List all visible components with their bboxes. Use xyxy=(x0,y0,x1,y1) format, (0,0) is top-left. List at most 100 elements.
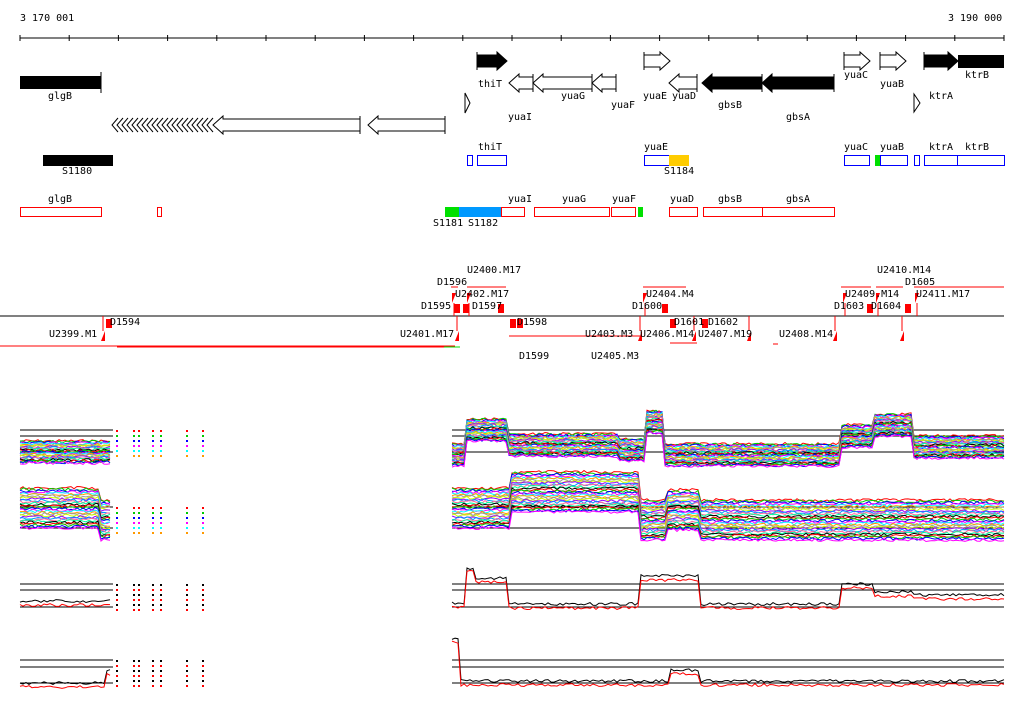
feature-u2404[interactable]: U2404.M4 xyxy=(646,289,695,300)
feature-u2410[interactable]: U2410.M14 xyxy=(877,265,932,276)
plot-2-dot xyxy=(202,507,204,509)
plot-2-dot xyxy=(133,532,135,534)
feature-u2411[interactable]: U2411.M17 xyxy=(916,289,971,300)
feature-marker xyxy=(452,293,456,303)
feature-block xyxy=(662,304,668,313)
plot-1-dot xyxy=(152,435,154,437)
plot-3-dot xyxy=(152,604,154,606)
plot-3-dot xyxy=(138,604,140,606)
feature-u2403[interactable]: U2403.M3 xyxy=(585,329,634,340)
plot-4-dot xyxy=(116,660,118,662)
feature-u2406[interactable]: U2406.M14 xyxy=(640,329,695,340)
repeat-arrow xyxy=(206,117,214,133)
plot-3-dot xyxy=(116,584,118,586)
repeat-arrow xyxy=(171,117,179,133)
gene-label-glgB[interactable]: glgB xyxy=(48,91,73,102)
gene-label-ktrB[interactable]: ktrB xyxy=(965,70,990,81)
seg-label-s1182: S1182 xyxy=(468,218,499,229)
plot-2-series xyxy=(19,491,111,507)
plot-2-series xyxy=(451,491,1005,525)
feature-d1605[interactable]: D1605 xyxy=(905,277,936,288)
feature-u2399[interactable]: U2399.M1 xyxy=(49,329,98,340)
gene-label-gbsA[interactable]: gbsA xyxy=(786,112,811,123)
feature-u2405[interactable]: U2405.M3 xyxy=(591,351,640,362)
plot-2-series xyxy=(451,496,1004,529)
plot-2-dot xyxy=(152,512,154,514)
gene-yuaB xyxy=(879,50,907,72)
plot-1-series xyxy=(19,447,111,452)
feature-marker xyxy=(101,331,105,341)
plot-3-dot xyxy=(160,589,162,591)
feature-block xyxy=(517,319,523,328)
feature-d1604[interactable]: D1604 xyxy=(871,301,902,312)
feature-u2402[interactable]: U2402.M17 xyxy=(455,289,510,300)
plot-2-dot xyxy=(116,532,118,534)
plot-2-dot xyxy=(186,527,188,529)
repeat-arrow xyxy=(151,117,159,133)
repeat-arrow xyxy=(146,117,154,133)
plot-1-series xyxy=(19,456,111,461)
red-box xyxy=(669,207,698,217)
gene-label-yuaB[interactable]: yuaB xyxy=(880,79,905,90)
plot-2-series xyxy=(19,485,111,502)
plot-3-dot xyxy=(133,589,135,591)
plot-3-dot xyxy=(133,584,135,586)
plot-2-dot xyxy=(186,517,188,519)
feature-d1600[interactable]: D1600 xyxy=(632,301,663,312)
segment-S1180 xyxy=(43,155,113,166)
feature-u2401[interactable]: U2401.M17 xyxy=(400,329,455,340)
feature-d1602[interactable]: D1602 xyxy=(708,317,739,328)
feature-d1598[interactable]: D1598 xyxy=(517,317,548,328)
feature-d1595[interactable]: D1595 xyxy=(421,301,452,312)
segment-box xyxy=(924,155,958,166)
plot-2-dot xyxy=(133,512,135,514)
feature-d1594[interactable]: D1594 xyxy=(110,317,141,328)
gene-label-yuaC[interactable]: yuaC xyxy=(844,70,869,81)
seg-label-yuaE: yuaE xyxy=(644,142,669,153)
plot-2-dot xyxy=(133,522,135,524)
seg-label-s1181: S1181 xyxy=(433,218,464,229)
gene-label-ktrA[interactable]: ktrA xyxy=(929,91,954,102)
plot-2-series xyxy=(451,509,1005,543)
plot-4-dot xyxy=(133,680,135,682)
plot-4-dot xyxy=(138,670,140,672)
gene-gbsB xyxy=(701,72,763,94)
gene-label-gbsB[interactable]: gbsB xyxy=(718,100,743,111)
plot-1-dot xyxy=(202,445,204,447)
plot-2-dot xyxy=(133,517,135,519)
gene-yuaE xyxy=(643,50,671,72)
feature-d1601[interactable]: D1601 xyxy=(674,317,705,328)
plot-3-dot xyxy=(186,594,188,596)
segment-S1184 xyxy=(669,155,689,166)
gene-label-yuaE[interactable]: yuaE xyxy=(643,91,668,102)
plot-2-dot xyxy=(152,522,154,524)
gene-label-thiT[interactable]: thiT xyxy=(478,79,503,90)
segment-box xyxy=(644,155,670,166)
plot-2-dot xyxy=(186,532,188,534)
feature-u2409[interactable]: U2409.M14 xyxy=(845,289,900,300)
plot-2-series xyxy=(451,499,1005,532)
plot-2-dot xyxy=(202,512,204,514)
feature-d1596[interactable]: D1596 xyxy=(437,277,468,288)
plot-4-dot xyxy=(186,675,188,677)
gene-label-yuaG[interactable]: yuaG xyxy=(561,91,586,102)
feature-d1603[interactable]: D1603 xyxy=(834,301,865,312)
plot-2-series xyxy=(19,525,111,542)
gene-label-yuaD[interactable]: yuaD xyxy=(672,91,697,102)
plot-1-dot xyxy=(133,440,135,442)
plot-1-series xyxy=(19,441,111,446)
plot-1-series xyxy=(19,460,111,465)
gene-label-yuaF[interactable]: yuaF xyxy=(611,100,636,111)
plot-4-dot xyxy=(138,680,140,682)
plot-4-dot xyxy=(133,685,135,687)
feature-d1597[interactable]: D1597 xyxy=(472,301,503,312)
red-label-glgB: glgB xyxy=(48,194,73,205)
feature-u2408[interactable]: U2408.M14 xyxy=(779,329,834,340)
feature-u2407[interactable]: U2407.M19 xyxy=(698,329,753,340)
gene-label-yuaI[interactable]: yuaI xyxy=(508,112,533,123)
plot-1-dot xyxy=(186,450,188,452)
feature-u2400[interactable]: U2400.M17 xyxy=(467,265,522,276)
feature-d1599[interactable]: D1599 xyxy=(519,351,550,362)
plot-3-dot xyxy=(138,594,140,596)
red-box xyxy=(501,207,525,217)
